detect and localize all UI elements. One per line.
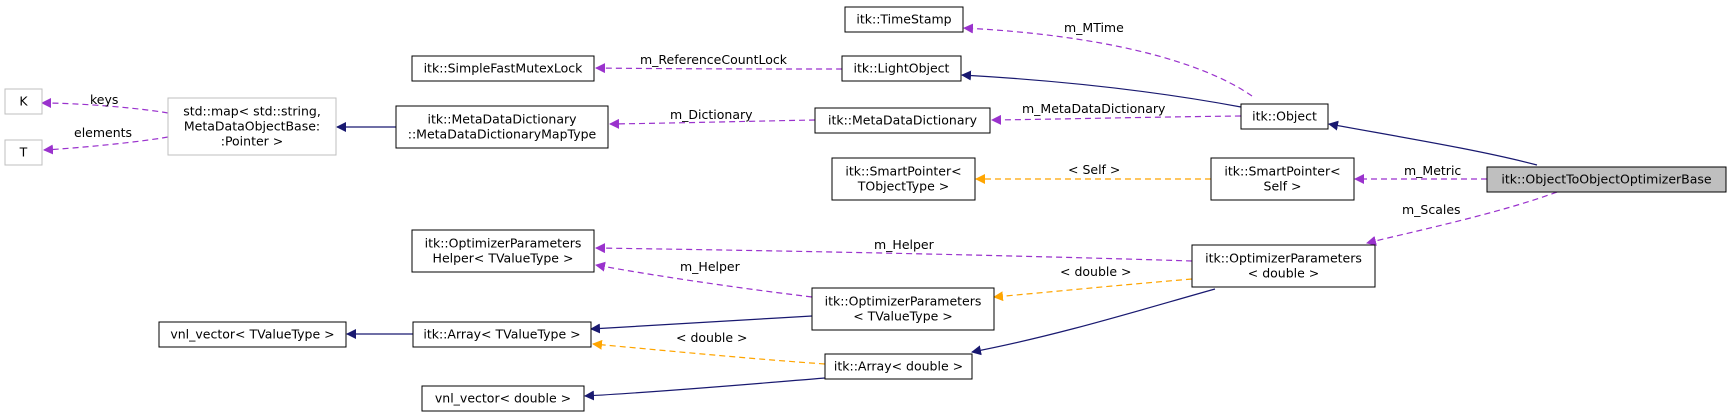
node-box bbox=[421, 385, 585, 412]
node-box bbox=[844, 6, 964, 33]
node-box bbox=[4, 88, 43, 115]
node-box bbox=[831, 157, 976, 201]
node-box bbox=[841, 55, 962, 82]
node-label-line: itk::TimeStamp bbox=[856, 12, 951, 27]
node-metadatadictionary-maptype[interactable]: itk::MetaDataDictionary::MetaDataDiction… bbox=[395, 105, 609, 149]
node-optimizerparameters-double[interactable]: itk::OptimizerParameters< double > bbox=[1191, 244, 1376, 288]
edge-optimizer-double-inheritance bbox=[971, 288, 1216, 356]
node-label-line: ::MetaDataDictionaryMapType bbox=[408, 127, 597, 142]
edge-dictionary: m_Dictionary bbox=[609, 107, 816, 129]
edge-metric: m_Metric bbox=[1354, 163, 1487, 184]
edge-double-template: < double > bbox=[993, 264, 1193, 302]
node-label-line: itk::SmartPointer< bbox=[1224, 164, 1340, 179]
edge-lightobject-inheritance bbox=[961, 70, 1242, 108]
node-label-line: vnl_vector< TValueType > bbox=[170, 327, 334, 342]
node-box bbox=[1191, 244, 1376, 288]
node-label-line: :Pointer > bbox=[221, 134, 284, 149]
node-smartpointer-self[interactable]: itk::SmartPointer<Self > bbox=[1210, 157, 1355, 201]
node-label-line: < double > bbox=[1248, 266, 1320, 281]
node-objecttoobjectoptimizerbase[interactable]: itk::ObjectToObjectOptimizerBase bbox=[1486, 166, 1727, 193]
edge-helper-2: m_Helper bbox=[595, 259, 813, 298]
node-label-line: Self > bbox=[1264, 179, 1302, 194]
node-label-line: std::map< std::string, bbox=[183, 104, 321, 119]
edge-label-helper-2: m_Helper bbox=[680, 259, 741, 274]
edge-scales: m_Scales bbox=[1366, 191, 1558, 246]
node-label-line: T bbox=[19, 145, 28, 160]
node-box bbox=[412, 321, 592, 348]
node-label-line: Helper< TValueType > bbox=[433, 251, 574, 266]
node-std-map[interactable]: std::map< std::string,MetaDataObjectBase… bbox=[167, 97, 337, 156]
node-lightobject[interactable]: itk::LightObject bbox=[841, 55, 962, 82]
node-box bbox=[411, 55, 595, 82]
edge-reference-count-lock: m_ReferenceCountLock bbox=[595, 52, 843, 74]
node-layer: K T std::map< std::string,MetaDataObject… bbox=[4, 6, 1727, 412]
node-box bbox=[824, 353, 973, 380]
node-label-line: itk::SmartPointer< bbox=[845, 164, 961, 179]
node-box bbox=[1210, 157, 1355, 201]
edge-label-scales: m_Scales bbox=[1402, 202, 1461, 217]
node-array-double[interactable]: itk::Array< double > bbox=[824, 353, 973, 380]
edge-label-double-2: < double > bbox=[676, 330, 748, 345]
node-label-line: itk::Array< double > bbox=[834, 359, 963, 374]
node-simplefastmutexlock[interactable]: itk::SimpleFastMutexLock bbox=[411, 55, 595, 82]
node-label-line: < TValueType > bbox=[853, 309, 953, 324]
edge-label-dictionary: m_Dictionary bbox=[670, 107, 753, 122]
edge-keys: keys bbox=[41, 92, 169, 114]
edge-vnl-double-inheritance bbox=[584, 377, 826, 401]
node-label-line: itk::OptimizerParameters bbox=[1205, 251, 1362, 266]
edge-helper-1: m_Helper bbox=[595, 237, 1193, 262]
node-box bbox=[1486, 166, 1727, 193]
node-template-param-t[interactable]: T bbox=[4, 139, 43, 166]
node-box bbox=[814, 107, 991, 134]
node-metadatadictionary[interactable]: itk::MetaDataDictionary bbox=[814, 107, 991, 134]
edge-optimizer-tvalue-inheritance bbox=[590, 315, 813, 334]
edge-label-metric: m_Metric bbox=[1404, 163, 1461, 178]
edge-metadatadictionary: m_MetaDataDictionary bbox=[991, 101, 1242, 125]
node-label-line: vnl_vector< double > bbox=[435, 391, 571, 406]
edge-label-helper-1: m_Helper bbox=[874, 237, 935, 252]
node-label-line: itk::Array< TValueType > bbox=[423, 327, 580, 342]
edge-elements: elements bbox=[43, 125, 169, 155]
node-label-line: itk::MetaDataDictionary bbox=[828, 113, 978, 128]
edge-label-mtime: m_MTime bbox=[1064, 20, 1124, 35]
edge-self-template: < Self > bbox=[975, 162, 1211, 184]
node-box bbox=[4, 139, 43, 166]
edge-label-reference-count-lock: m_ReferenceCountLock bbox=[640, 52, 788, 67]
node-box bbox=[395, 105, 609, 149]
edge-layer: keys elements m_ReferenceCountLock m_Dic… bbox=[41, 20, 1558, 401]
edge-mtime: m_MTime bbox=[963, 20, 1253, 97]
node-label-line: K bbox=[19, 94, 28, 109]
node-vnl-vector-double[interactable]: vnl_vector< double > bbox=[421, 385, 585, 412]
edge-label-keys: keys bbox=[90, 92, 118, 107]
node-label-line: MetaDataObjectBase: bbox=[184, 119, 320, 134]
node-itk-object[interactable]: itk::Object bbox=[1240, 103, 1329, 130]
edge-object-inheritance bbox=[1328, 120, 1538, 166]
edge-label-metadatadictionary: m_MetaDataDictionary bbox=[1022, 101, 1166, 116]
node-label-line: itk::SimpleFastMutexLock bbox=[424, 61, 584, 76]
node-box bbox=[167, 97, 337, 156]
edge-array-double-template: < double > bbox=[592, 330, 826, 365]
node-vnl-vector-tvalue[interactable]: vnl_vector< TValueType > bbox=[158, 321, 347, 348]
node-optimizerparameters-tvalue[interactable]: itk::OptimizerParameters< TValueType > bbox=[811, 287, 995, 331]
node-template-param-k[interactable]: K bbox=[4, 88, 43, 115]
node-label-line: itk::LightObject bbox=[854, 61, 950, 76]
node-box bbox=[411, 229, 595, 273]
node-label-line: itk::ObjectToObjectOptimizerBase bbox=[1501, 172, 1712, 187]
node-label-line: itk::OptimizerParameters bbox=[825, 294, 982, 309]
edge-label-double-1: < double > bbox=[1060, 264, 1132, 279]
node-smartpointer-tobjecttype[interactable]: itk::SmartPointer<TObjectType > bbox=[831, 157, 976, 201]
edge-label-elements: elements bbox=[74, 125, 132, 140]
node-timestamp[interactable]: itk::TimeStamp bbox=[844, 6, 964, 33]
node-label-line: itk::MetaDataDictionary bbox=[427, 112, 577, 127]
edge-label-self: < Self > bbox=[1068, 162, 1120, 177]
node-box bbox=[811, 287, 995, 331]
node-label-line: itk::Object bbox=[1252, 109, 1317, 124]
node-label-line: TObjectType > bbox=[857, 179, 950, 194]
node-box bbox=[1240, 103, 1329, 130]
node-array-tvalue[interactable]: itk::Array< TValueType > bbox=[412, 321, 592, 348]
node-label-line: itk::OptimizerParameters bbox=[425, 236, 582, 251]
node-box bbox=[158, 321, 347, 348]
